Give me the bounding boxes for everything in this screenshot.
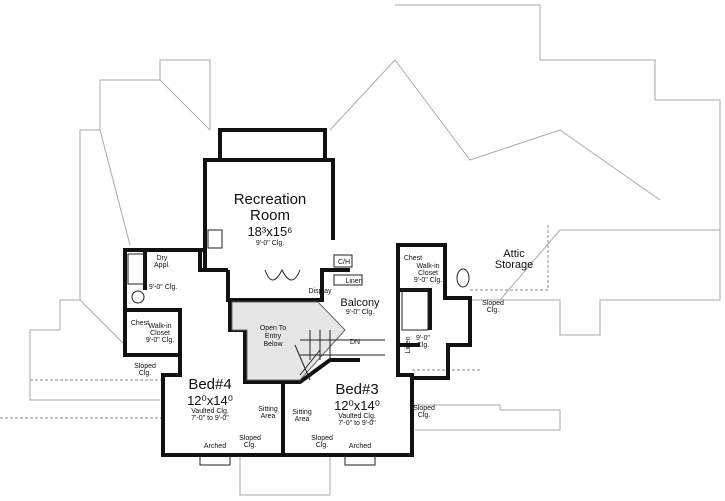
sloped-bottom-right-1: Sloped	[311, 435, 333, 442]
linen-right-label: Linen	[405, 336, 412, 353]
bed4-ceiling2: 7'-0" to 9'-0"	[191, 415, 229, 422]
bed3-name: Bed#3	[335, 381, 378, 398]
left-closet-2: Closet	[150, 330, 170, 337]
sitting-left-2: Area	[261, 413, 276, 420]
linen-label: Linen	[345, 278, 362, 285]
bed4-name: Bed#4	[188, 376, 231, 393]
sitting-right-1: Sitting	[292, 409, 312, 416]
balcony-ceiling: 9'-0" Clg.	[346, 309, 374, 316]
bed3-ceiling1: Vaulted Clg.	[338, 413, 376, 420]
sloped-bottom-left-1: Sloped	[239, 435, 261, 442]
toilet-icon	[456, 268, 470, 288]
right-closet-3: 9'-0" Clg.	[414, 277, 442, 284]
display-label: Display	[309, 288, 332, 295]
fixtures	[127, 229, 470, 466]
bed3-ceiling2: 7'-0" to 9'-0"	[338, 420, 376, 427]
open-to-line2: Entry	[265, 333, 282, 340]
arched-right: Arched	[349, 443, 371, 450]
sloped-left-2: Clg.	[139, 370, 152, 377]
left-closet-3: 9'-0" Clg.	[146, 337, 174, 344]
sitting-right-2: Area	[295, 416, 310, 423]
sloped-right-lower-2: Clg.	[418, 412, 431, 419]
bed4-ceiling1: Vaulted Clg.	[191, 408, 229, 415]
bed4-size: 12⁰x14⁰	[187, 393, 233, 408]
attic-line2: Storage	[495, 259, 534, 271]
balcony-name: Balcony	[340, 297, 380, 309]
right-bath-1: 9'-0"	[416, 335, 430, 342]
open-to-line1: Open To	[260, 325, 286, 332]
stairs	[294, 330, 385, 381]
sloped-right-upper-2: Clg.	[487, 307, 500, 314]
left-closet-1: Walk-in	[148, 323, 171, 330]
right-closet-2: Closet	[418, 270, 438, 277]
sloped-bottom-right-2: Clg.	[316, 442, 329, 449]
roof-outline	[0, 4, 721, 496]
right-chest: Chest	[404, 255, 422, 262]
sitting-left-1: Sitting	[258, 406, 278, 413]
sloped-bottom-left-2: Clg.	[244, 442, 257, 449]
right-closet-1: Walk-in	[416, 263, 439, 270]
open-to-entry-area	[231, 301, 346, 381]
recreation-room-name-2: Room	[250, 207, 290, 224]
sloped-left-1: Sloped	[134, 363, 156, 370]
sloped-right-upper-1: Sloped	[482, 300, 504, 307]
sloped-right-lower-1: Sloped	[413, 405, 435, 412]
right-bath-2: Clg.	[417, 342, 430, 349]
left-chest: Chest	[131, 320, 149, 327]
dn-label: DN	[350, 339, 360, 346]
attic-line1: Attic	[503, 248, 525, 260]
left-bath-ceiling: 9'-0" Clg.	[149, 284, 177, 291]
arched-left: Arched	[204, 443, 226, 450]
toilet-icon	[131, 290, 145, 304]
bed3-size: 12⁰x14⁰	[334, 398, 380, 413]
dry-appl-1: Dry	[157, 255, 168, 262]
ch-label: C/H	[338, 259, 350, 266]
recreation-room-name: Recreation	[234, 191, 307, 208]
recreation-room-size: 18³x15⁶	[247, 224, 292, 239]
dry-appl-2: Appl.	[154, 262, 170, 269]
recreation-room-ceiling: 9'-0" Clg.	[256, 240, 284, 247]
open-to-line3: Below	[263, 341, 283, 348]
